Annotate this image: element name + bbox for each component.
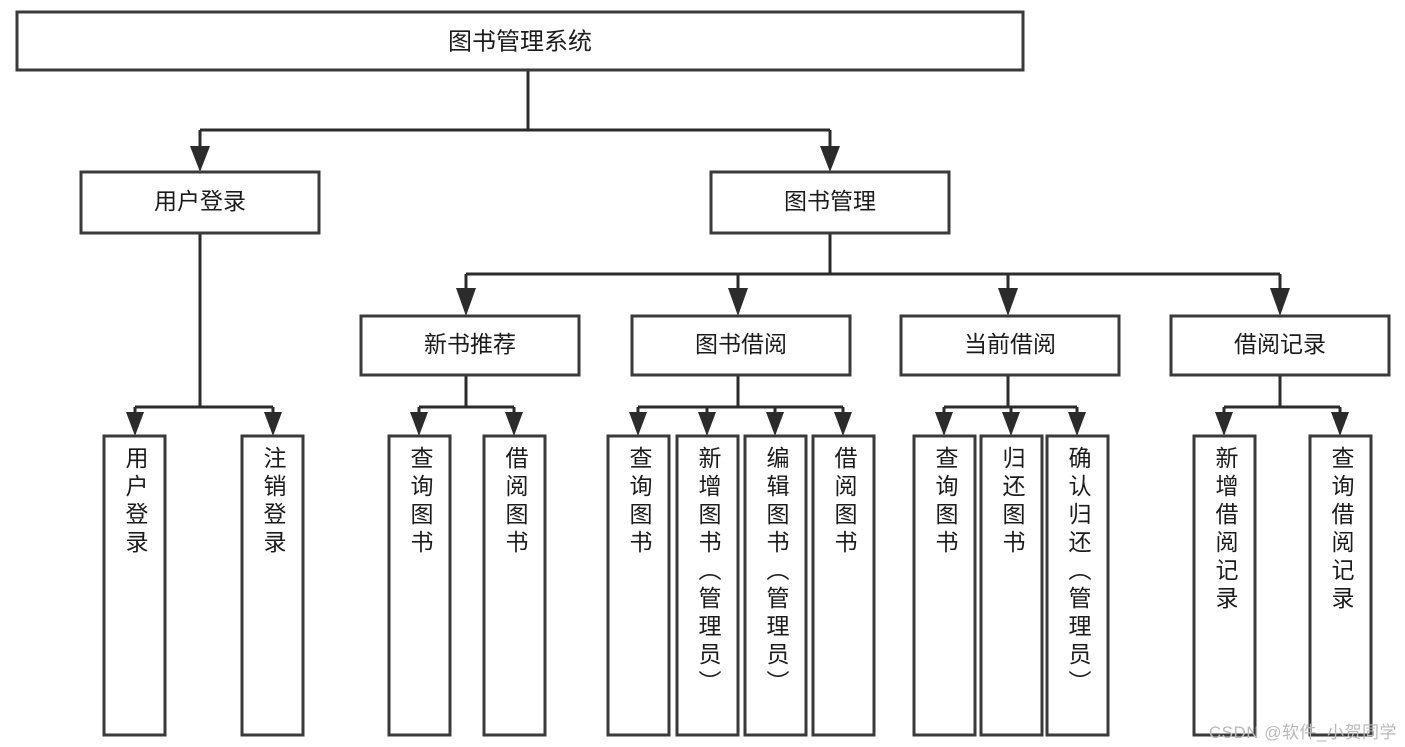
node-new-book-rec[interactable]: 新书推荐 xyxy=(359,314,581,377)
leaf-query-record-box[interactable] xyxy=(1308,434,1373,737)
node-borrow-record-label: 借阅记录 xyxy=(1234,331,1326,357)
leaf-return-book-box[interactable] xyxy=(979,434,1044,737)
node-book-borrow-box[interactable] xyxy=(630,314,852,377)
arrowhead-leaf-add-book xyxy=(698,412,716,436)
leaf-borrow-book-1-box[interactable] xyxy=(482,434,547,737)
leaf-borrow-book-2-box[interactable] xyxy=(811,434,876,737)
node-new-book-rec-box[interactable] xyxy=(359,314,581,377)
node-book-manage-label: 图书管理 xyxy=(784,188,876,214)
arrowhead-leaf-confirm-return xyxy=(1068,412,1086,436)
leaf-user-login-box[interactable] xyxy=(102,434,167,737)
leaf-query-book-3-box[interactable] xyxy=(912,434,977,737)
leaf-query-book-2-box[interactable] xyxy=(606,434,671,737)
node-book-manage-box[interactable] xyxy=(709,170,951,235)
arrowhead-leaf-query-book-2 xyxy=(629,412,647,436)
node-book-borrow[interactable]: 图书借阅 xyxy=(630,314,852,377)
watermark-text: CSDN @软件_小贺同学 xyxy=(1208,723,1397,742)
arrowhead-leaf-query-record xyxy=(1331,412,1349,436)
node-borrow-record[interactable]: 借阅记录 xyxy=(1169,314,1391,377)
node-current-borrow-box[interactable] xyxy=(899,314,1121,377)
arrowhead-leaf-add-record xyxy=(1215,412,1233,436)
arrowhead-leaf-query-book-1 xyxy=(410,412,428,436)
leaf-add-book-box[interactable] xyxy=(675,434,740,737)
arrowhead-borrow-record xyxy=(1270,288,1290,316)
arrowhead-user-login xyxy=(190,146,210,172)
arrowhead-leaf-return-book xyxy=(1002,412,1020,436)
leaf-edit-book-box[interactable] xyxy=(743,434,808,737)
node-root[interactable]: 图书管理系统 xyxy=(15,10,1025,72)
leaf-confirm-return-box[interactable] xyxy=(1045,434,1110,737)
node-user-login[interactable]: 用户登录 xyxy=(79,170,321,235)
leaf-add-record-box[interactable] xyxy=(1192,434,1257,737)
arrowhead-book-borrow xyxy=(728,288,748,316)
node-book-borrow-label: 图书借阅 xyxy=(695,331,787,357)
arrowhead-current-borrow xyxy=(998,288,1018,316)
node-root-box[interactable] xyxy=(15,10,1025,72)
leaf-query-book-1-box[interactable] xyxy=(387,434,452,737)
arrowhead-leaf-query-book-3 xyxy=(935,412,953,436)
arrowhead-book-manage xyxy=(820,146,840,172)
node-layer: 图书管理系统 用户登录 图书管理 新书推荐 图书借阅 xyxy=(15,10,1391,737)
node-root-label: 图书管理系统 xyxy=(448,28,592,55)
arrowhead-leaf-edit-book xyxy=(766,412,784,436)
node-new-book-rec-label: 新书推荐 xyxy=(424,331,516,357)
node-borrow-record-box[interactable] xyxy=(1169,314,1391,377)
leaf-logout-login-box[interactable] xyxy=(240,434,305,737)
node-user-login-box[interactable] xyxy=(79,170,321,235)
leaf-box-layer xyxy=(102,434,1373,737)
arrowhead-new-book-rec xyxy=(456,288,476,316)
arrowhead-leaf-logout-login xyxy=(264,412,282,436)
arrowhead-leaf-borrow-book-2 xyxy=(834,412,852,436)
node-book-manage[interactable]: 图书管理 xyxy=(709,170,951,235)
connector-layer xyxy=(126,70,1349,436)
arrowhead-leaf-user-login xyxy=(126,412,144,436)
arrowhead-leaf-borrow-book-1 xyxy=(505,412,523,436)
node-user-login-label: 用户登录 xyxy=(154,188,246,214)
node-current-borrow[interactable]: 当前借阅 xyxy=(899,314,1121,377)
node-current-borrow-label: 当前借阅 xyxy=(964,331,1056,357)
